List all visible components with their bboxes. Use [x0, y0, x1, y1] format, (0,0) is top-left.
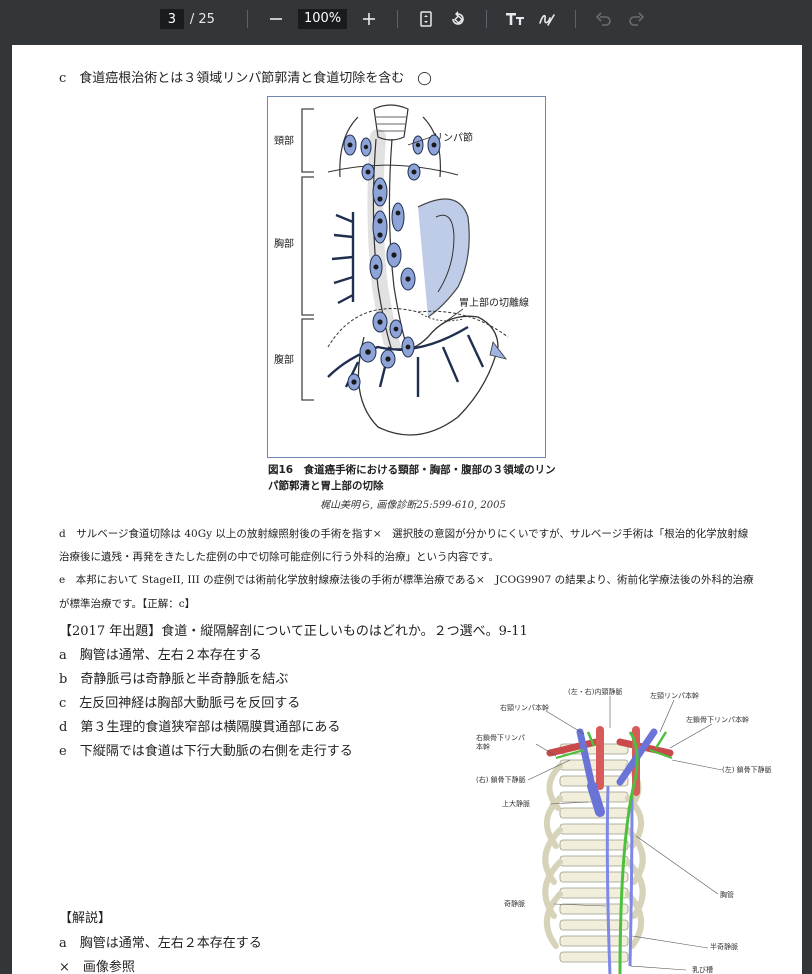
draw-button[interactable] [535, 7, 559, 31]
page-total: / 25 [189, 11, 215, 27]
rotate-button[interactable] [446, 7, 470, 31]
question-option-a: a 胸管は通常、左右２本存在する [59, 648, 262, 663]
spine [559, 743, 629, 963]
fit-to-page-button[interactable] [414, 7, 438, 31]
pdf-toolbar: / 25 100% [0, 0, 812, 38]
explanation-option-a-verdict: × 画像参照 [59, 960, 135, 974]
minus-icon [269, 18, 282, 20]
question-option-d: d 第３生理的食道狭窄部は横隔膜貫通部にある [59, 720, 341, 735]
explanation-option-a: a 胸管は通常、左右２本存在する [59, 936, 262, 951]
label-chest: 胸部 [274, 237, 294, 250]
rotate-icon [452, 11, 464, 25]
label-left-subclavian-vein: (左) 鎖骨下静脈 [722, 765, 772, 774]
toolbar-divider [246, 10, 248, 28]
answer-option-d-line2: 治療後に遺残・再発をきたした症例の中で切除可能症例に行う外科的治療」という内容で… [59, 551, 499, 563]
fit-page-icon [420, 11, 432, 27]
redo-icon [629, 12, 645, 26]
zoom-in-button[interactable] [357, 7, 381, 31]
lymph-node-group [343, 134, 441, 391]
toolbar-divider [397, 10, 399, 28]
label-lymph-node: リンパ節 [433, 131, 473, 144]
question-heading: 【2017 年出題】食道・縦隔解剖について正しいものはどれか。２つ選べ。9-11 [59, 624, 528, 639]
question-option-c: c 左反回神経は胸部大動脈弓を反回する [59, 696, 301, 711]
label-superior-vena-cava: 上大静脈 [502, 799, 530, 808]
answer-option-e-line2: が標準治療です。【正解：c】 [59, 598, 196, 610]
page-number-input[interactable] [159, 9, 184, 29]
toolbar-divider [486, 10, 488, 28]
text-size-icon [506, 13, 525, 25]
label-left-subclavian-trunk: 左鎖骨下リンパ本幹 [686, 715, 749, 724]
figure1-caption: 図16 食道癌手術における頸部・胸部・腹部の３領域のリンパ節郭清と胃上部の切除 [268, 464, 556, 492]
label-right-subclavian-vein: (右) 鎖骨下静脈 [476, 775, 526, 784]
label-right-jugular-trunk: 右頸リンパ本幹 [500, 703, 549, 712]
thoracic-duct-diagram: (左・右)内頸静脈 左頸リンパ本幹 右頸リンパ本幹 左鎖骨下リンパ本幹 右鎖骨下… [476, 687, 772, 974]
question-option-e: e 下縦隔では食道は下行大動脈の右側を走行する [59, 744, 353, 759]
figure1-citation: 梶山美明ら, 画像診断25:599-610, 2005 [320, 500, 506, 511]
zoom-out-button[interactable] [264, 7, 288, 31]
label-cisterna-chyli: 乳び槽 [692, 965, 713, 974]
answer-option-c: c 食道癌根治術とは３領域リンパ節郭清と食道切除を含む ◯ [59, 71, 432, 86]
toolbar-divider [575, 10, 577, 28]
label-internal-jugular: (左・右)内頸静脈 [568, 687, 622, 696]
pdf-page: c 食道癌根治術とは３領域リンパ節郭清と食道切除を含む ◯ 頸部 胸部 腹部 リ… [12, 45, 802, 974]
label-right-subclavian-trunk: 右鎖骨下リンパ [476, 733, 525, 742]
redo-button[interactable] [624, 7, 648, 31]
zoom-level-input[interactable]: 100% [297, 9, 348, 29]
figure-thoracic-duct: (左・右)内頸静脈 左頸リンパ本幹 右頸リンパ本幹 左鎖骨下リンパ本幹 右鎖骨下… [460, 636, 800, 974]
label-thoracic-duct: 胸管 [720, 890, 734, 899]
label-abdomen: 腹部 [274, 353, 294, 366]
label-cut-line: 胃上部の切離線 [459, 296, 529, 309]
label-azygos-vein: 奇静脈 [504, 899, 525, 908]
label-neck: 頸部 [274, 134, 294, 147]
label-hemiazygos-vein: 半奇静脈 [710, 942, 738, 951]
plus-icon [363, 13, 376, 25]
explanation-title: 【解説】 [59, 911, 112, 926]
esophagus-lymph-diagram: 頸部 胸部 腹部 リンパ節 胃上部の切離線 [274, 104, 529, 436]
answer-option-d-line1: d サルベージ食道切除は 40Gy 以上の放射線照射後の手術を指す× 選択肢の意… [59, 528, 749, 540]
answer-option-e-line1: e 本邦において StageII, III の症例では術前化学放射線療法後の手術… [59, 574, 754, 586]
undo-icon [596, 12, 611, 26]
undo-button[interactable] [592, 7, 616, 31]
label-left-jugular-trunk: 左頸リンパ本幹 [650, 691, 699, 700]
figure-esophageal-dissection: 頸部 胸部 腹部 リンパ節 胃上部の切離線 [267, 96, 546, 458]
label-right-subclavian-trunk-2: 本幹 [476, 742, 490, 751]
question-option-b: b 奇静脈弓は奇静脈と半奇静脈を結ぶ [59, 672, 289, 687]
pen-draw-icon [539, 14, 555, 26]
text-annotation-button[interactable] [503, 7, 527, 31]
